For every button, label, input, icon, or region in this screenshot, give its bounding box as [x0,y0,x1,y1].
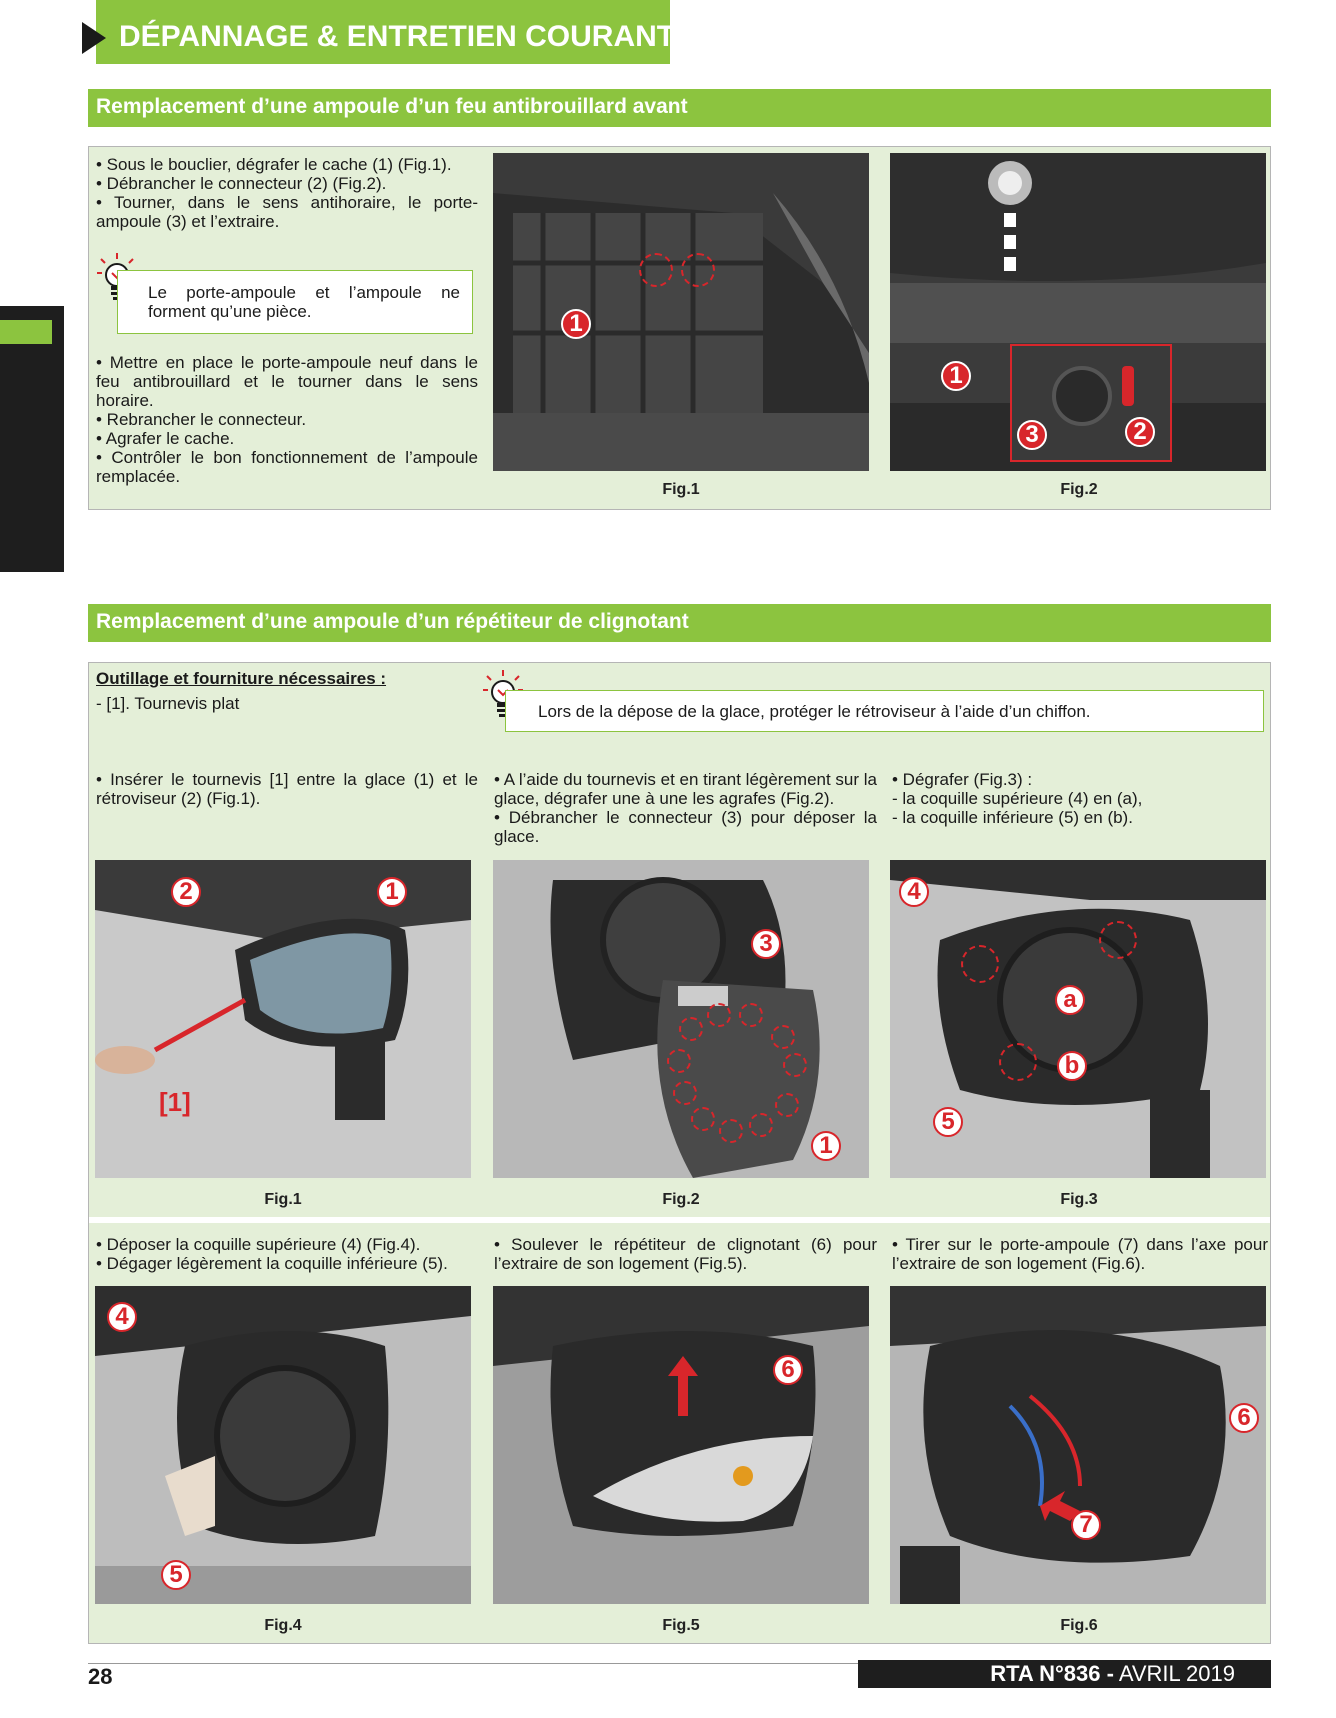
clip-marker [667,1049,691,1073]
header-arrow-icon [82,22,106,54]
step-text: • Mettre en place le porte-ampoule neuf … [96,353,478,410]
step-text: • Insérer le tournevis [1] entre la glac… [96,770,478,808]
callout-marker: a [1055,985,1085,1015]
photo-turn-signal-repeater [493,1286,869,1604]
steps-list: • Dégrafer (Fig.3) : - la coquille supér… [892,770,1268,827]
side-tab [0,306,64,572]
figure-caption: Fig.2 [1060,481,1098,498]
callout-marker: 1 [811,1131,841,1161]
note-box: Lors de la dépose de la glace, protéger … [505,690,1264,732]
magazine-issue: RTA N°836 - [990,1661,1114,1686]
step-text: • Débrancher le connecteur (3) pour dépo… [494,808,877,846]
clip-marker [639,253,673,287]
note-box: Le porte-ampoule et l’ampoule ne forment… [117,270,473,334]
step-text: • A l’aide du tournevis et en tirant lég… [494,770,878,808]
tool-label: [1] [159,1087,191,1117]
clip-marker [679,1017,703,1041]
clip-marker [783,1053,807,1077]
callout-marker: 1 [377,877,407,907]
step-text: • Déposer la coquille supérieure (4) (Fi… [96,1235,421,1254]
callout-marker: 1 [561,309,591,339]
callout-marker: 7 [1071,1510,1101,1540]
step-text: • Rebrancher le connecteur. [96,410,307,429]
figure-caption: Fig.5 [662,1617,700,1634]
steps-list: • Insérer le tournevis [1] entre la glac… [96,770,478,808]
figure-caption: Fig.4 [264,1617,302,1634]
step-text: • Sous le bouclier, dégrafer le cache (1… [96,155,452,174]
photo-bulb-holder [890,1286,1266,1604]
clip-marker [691,1107,715,1131]
step-text: • Contrôler le bon fonctionnement de l’a… [96,448,478,486]
clip-marker [749,1113,773,1137]
callout-marker: 1 [941,361,971,391]
side-tab-accent [0,320,52,344]
steps-list: • Sous le bouclier, dégrafer le cache (1… [96,155,478,231]
callout-marker: 3 [751,929,781,959]
section-heading: Remplacement d’une ampoule d’un répétite… [88,604,1271,642]
clip-marker [707,1003,731,1027]
footer-bar: RTA N°836 - AVRIL 2019 [858,1660,1271,1688]
section-heading: Remplacement d’une ampoule d’un feu anti… [88,89,1271,127]
step-text: • Débrancher le connecteur (2) (Fig.2). [96,174,387,193]
section-title: Remplacement d’une ampoule d’un feu anti… [96,95,688,118]
clip-marker [719,1119,743,1143]
figure-caption: Fig.2 [662,1191,700,1208]
photo-mirror-upper-shell-removed [95,1286,471,1604]
clip-marker [1099,921,1137,959]
section-panel: Outillage et fourniture nécessaires : - … [88,662,1271,1644]
clip-marker [771,1025,795,1049]
photo-mirror-glass-clips [493,860,869,1178]
footer-publication: RTA N°836 - AVRIL 2019 [990,1661,1235,1687]
photo-mirror-screwdriver [95,860,471,1178]
page-title: DÉPANNAGE & ENTRETIEN COURANT [119,20,676,53]
callout-marker: b [1057,1051,1087,1081]
step-text: • Agrafer le cache. [96,429,235,448]
figure-caption: Fig.3 [1060,1191,1098,1208]
step-text: • Dégager légèrement la coquille inférie… [96,1254,448,1273]
callout-marker: 5 [933,1107,963,1137]
page-number: 28 [88,1664,113,1689]
note-text: Lors de la dépose de la glace, protéger … [538,702,1091,721]
section-title: Remplacement d’une ampoule d’un répétite… [96,610,689,633]
step-text: • Tourner, dans le sens antihoraire, le … [96,193,478,231]
clip-marker [999,1043,1037,1081]
step-text: - la coquille inférieure (5) en (b). [892,808,1133,827]
clip-marker [775,1093,799,1117]
footer-rule [88,1663,1271,1664]
steps-list: • Déposer la coquille supérieure (4) (Fi… [96,1235,478,1273]
step-text: - la coquille supérieure (4) en (a), [892,789,1143,808]
tools-heading: Outillage et fourniture nécessaires : [96,669,387,688]
clip-marker [673,1081,697,1105]
step-text: • Tirer sur le porte-ampoule (7) dans l’… [892,1235,1268,1273]
figure-caption: Fig.6 [1060,1617,1098,1634]
photo-fog-light-cover [493,153,869,471]
callout-marker: 4 [899,877,929,907]
steps-list: • Tirer sur le porte-ampoule (7) dans l’… [892,1235,1268,1273]
clip-marker [739,1003,763,1027]
tools-item: - [1]. Tournevis plat [96,694,240,713]
callout-marker: 3 [1017,420,1047,450]
section-panel: • Sous le bouclier, dégrafer le cache (1… [88,146,1271,510]
steps-list: • Soulever le répétiteur de clignotant (… [494,1235,877,1273]
clip-marker [681,253,715,287]
callout-marker: 4 [107,1302,137,1332]
figure-caption: Fig.1 [662,481,700,498]
steps-list: • A l’aide du tournevis et en tirant lég… [494,770,877,846]
figure-caption: Fig.1 [264,1191,302,1208]
callout-marker: 6 [1229,1403,1259,1433]
callout-marker: 5 [161,1560,191,1590]
row-divider [89,1217,1270,1223]
header-tab [96,0,670,64]
clip-marker [961,945,999,983]
steps-list: • Mettre en place le porte-ampoule neuf … [96,353,478,486]
step-text: • Dégrafer (Fig.3) : [892,770,1033,789]
callout-marker: 2 [171,877,201,907]
callout-marker: 2 [1125,417,1155,447]
issue-date: AVRIL 2019 [1118,1661,1235,1686]
callout-marker: 6 [773,1355,803,1385]
note-text: Le porte-ampoule et l’ampoule ne forment… [148,283,460,321]
step-text: • Soulever le répétiteur de clignotant (… [494,1235,877,1273]
